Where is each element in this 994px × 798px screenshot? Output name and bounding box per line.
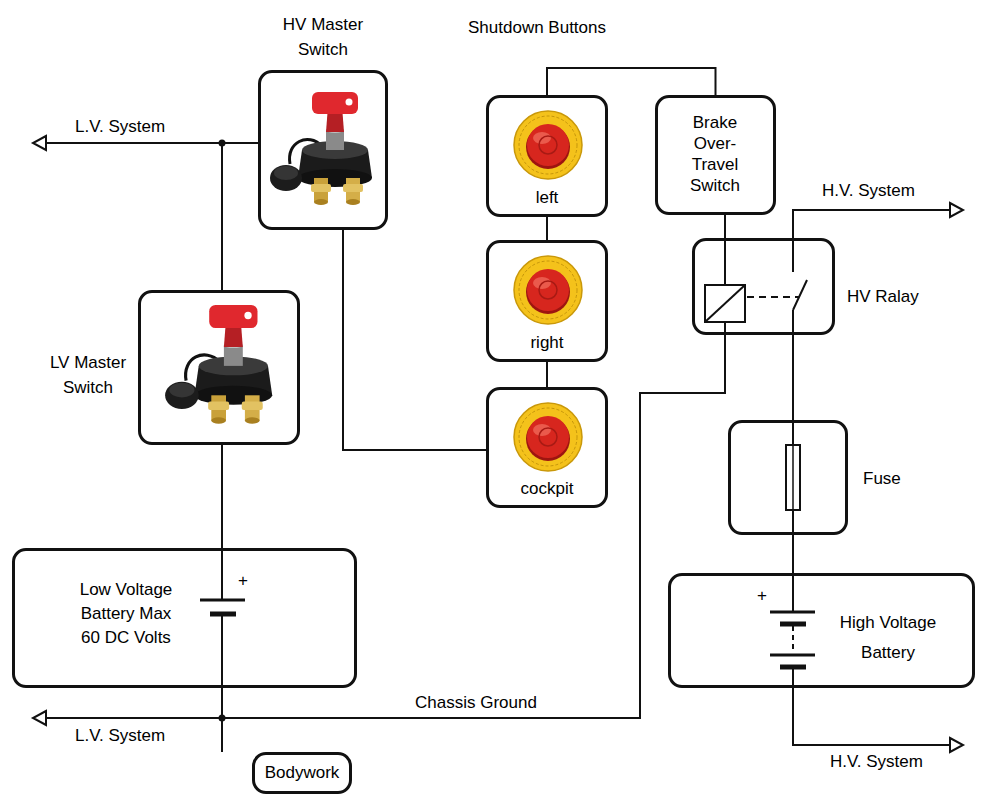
shutdown-button-box: left	[486, 95, 608, 217]
polarity-label: +	[238, 571, 248, 591]
relay-symbol	[793, 280, 807, 310]
wire	[221, 614, 223, 688]
wire	[46, 717, 222, 719]
relay-symbol	[705, 285, 745, 322]
hv-master-switch-picture	[270, 92, 372, 205]
wire	[792, 573, 794, 612]
wire	[792, 420, 794, 535]
wire	[221, 688, 223, 752]
wire	[793, 210, 950, 238]
fuse-symbol	[786, 445, 800, 510]
battery-symbol	[200, 599, 245, 602]
arrow-head	[33, 136, 46, 150]
node-text: left	[489, 187, 605, 208]
lv-master-switch-picture	[165, 305, 272, 424]
switch-box: Brake Over-Travel Switch	[655, 95, 776, 215]
wire	[46, 142, 222, 144]
shutdown-button-box: cockpit	[486, 387, 608, 508]
group-label: Shutdown Buttons	[468, 18, 606, 38]
battery-symbol	[770, 654, 815, 657]
relay-symbol	[705, 280, 807, 322]
battery-symbol	[200, 600, 815, 667]
node-text: Brake Over-Travel Switch	[675, 112, 755, 196]
node-text: Bodywork	[255, 762, 349, 784]
wire	[792, 667, 794, 688]
shutdown-button-box: right	[486, 240, 608, 362]
node-text: right	[489, 332, 605, 353]
wire	[792, 310, 794, 335]
relay-symbol	[705, 285, 745, 322]
master-switch-box: LV Master Switch	[138, 290, 300, 445]
wire	[343, 230, 486, 450]
fuse-symbol	[792, 445, 794, 510]
system-label: H.V. System	[830, 752, 923, 772]
battery-symbol	[780, 665, 806, 670]
node-text: High Voltage Battery	[828, 608, 948, 668]
wire	[547, 68, 716, 95]
node-text: HV Ralay	[847, 286, 937, 307]
wire	[546, 217, 548, 240]
wire	[221, 445, 223, 548]
cockpit-button-picture	[514, 403, 582, 471]
arrow-head	[950, 738, 963, 752]
battery-symbol	[792, 626, 794, 653]
wire	[793, 688, 950, 745]
node-text: LV Master Switch	[43, 350, 133, 400]
wire	[222, 143, 258, 290]
wire	[792, 535, 794, 573]
polarity-label: +	[757, 586, 767, 606]
wire	[724, 238, 726, 285]
system-label: H.V. System	[822, 181, 915, 201]
arrow-head	[33, 136, 963, 752]
node-text: Fuse	[863, 468, 923, 489]
arrow-head	[33, 711, 46, 725]
relay-symbol	[747, 296, 799, 298]
wire	[46, 143, 950, 745]
wire	[792, 238, 794, 272]
master-switch-box: HV Master Switch	[258, 70, 388, 230]
node-text: cockpit	[489, 478, 605, 499]
battery-symbol	[780, 622, 806, 627]
wire	[546, 362, 548, 387]
relay-box: HV Ralay	[692, 238, 835, 335]
left-button-picture	[514, 111, 582, 179]
fuse-symbol	[786, 445, 800, 510]
wire	[792, 335, 794, 420]
system-label: L.V. System	[75, 117, 165, 137]
node-text: HV Master Switch	[273, 12, 373, 62]
ground-label: Chassis Ground	[415, 693, 537, 713]
fuse-box: Fuse	[728, 420, 848, 535]
wire	[221, 548, 223, 600]
wire	[724, 215, 726, 238]
system-label: L.V. System	[75, 726, 165, 746]
battery-symbol	[770, 611, 815, 614]
battery-box: Low Voltage Battery Max 60 DC Volts	[12, 548, 357, 688]
node-text: Low Voltage Battery Max 60 DC Volts	[76, 578, 176, 650]
arrow-head	[950, 203, 963, 217]
battery-symbol	[210, 612, 236, 617]
ground-box: Bodywork	[252, 752, 352, 794]
right-button-picture	[514, 256, 582, 324]
battery-box: High Voltage Battery	[668, 573, 975, 688]
